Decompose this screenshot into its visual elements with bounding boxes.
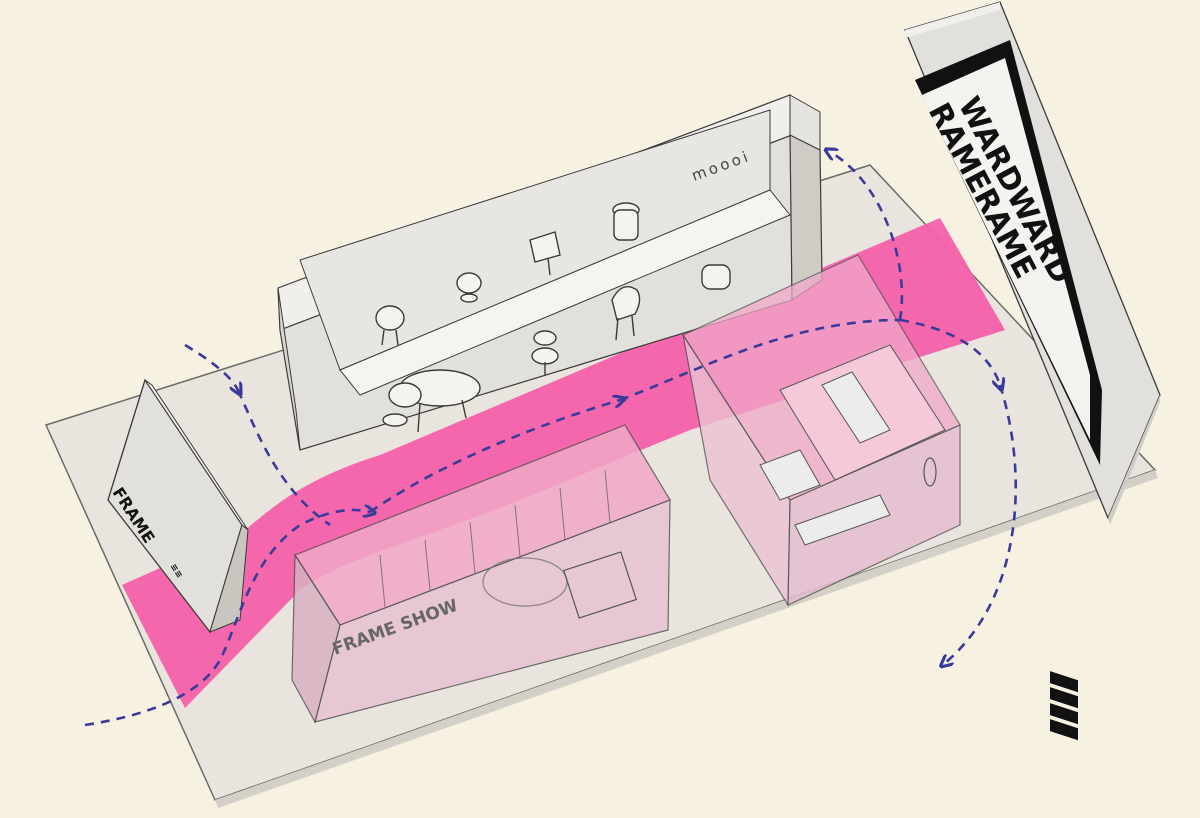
flow-arrow-left-loop xyxy=(236,389,331,527)
visitor-flow-arrows xyxy=(84,152,1018,727)
furniture-group xyxy=(375,202,731,433)
flow-arrow-left-descent xyxy=(184,343,238,390)
stool-icon xyxy=(531,330,559,375)
mirror-icon xyxy=(923,457,937,487)
flow-arrow-right-curve xyxy=(899,318,1000,385)
armchair-icon xyxy=(611,286,641,341)
pig-icon xyxy=(382,369,481,433)
table-icon xyxy=(529,231,561,276)
flow-arrow-inner xyxy=(619,318,901,402)
stool-icon xyxy=(612,202,640,241)
wall-display-grid xyxy=(1050,671,1078,741)
glass-cube-pavilion xyxy=(682,254,961,608)
flow-arrow-top-exit xyxy=(830,152,904,321)
flow-arrow-bottom-exit xyxy=(945,384,1018,663)
sofa-icon xyxy=(701,264,731,290)
frame-show-counter: FRAME SHOW xyxy=(291,424,671,724)
frame-sign-totem: FRAME ≡≡ xyxy=(107,378,249,634)
frame-ward-wall: RAMERAME WARDWARD xyxy=(904,1,1161,741)
storage-box xyxy=(562,551,638,619)
chair-icon xyxy=(375,305,405,346)
lamp-icon xyxy=(456,272,482,303)
